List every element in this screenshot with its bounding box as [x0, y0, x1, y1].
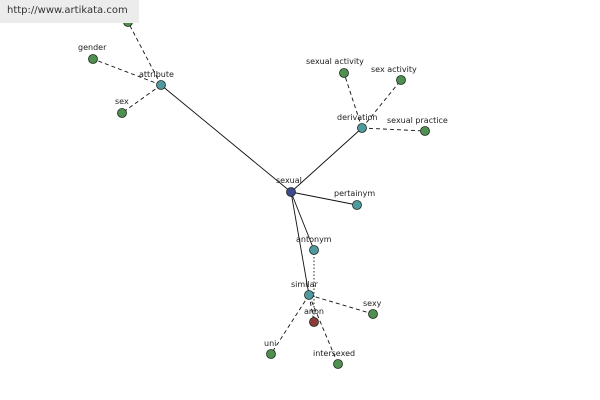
node-sexual-practice[interactable]: [420, 126, 430, 136]
edge-similar-intersexed: [308, 294, 339, 365]
edge-attribute-sex: [121, 84, 162, 114]
node-pertainym[interactable]: [352, 200, 362, 210]
label-sexual: sexual: [276, 176, 302, 185]
label-anon: anon: [304, 307, 324, 316]
label-sexual-activity: sexual activity: [306, 57, 364, 66]
label-attribute: attribute: [139, 70, 174, 79]
label-derivation: derivation: [337, 113, 377, 122]
node-derivation[interactable]: [357, 123, 367, 133]
edge-sexual-pertainym: [290, 191, 358, 206]
label-sexual-practice: sexual practice: [387, 116, 448, 125]
edge-sexual-derivation: [290, 127, 363, 193]
edge-derivation-sexual-practice: [361, 127, 426, 132]
source-link[interactable]: http://www.artikata.com: [0, 0, 139, 23]
label-intersexed: intersexed: [313, 349, 355, 358]
label-sexy: sexy: [363, 299, 382, 308]
label-sex-activity: sex activity: [371, 65, 417, 74]
edge-derivation-sexual-activity: [343, 72, 363, 129]
edge-sexual-attribute: [160, 84, 292, 193]
label-gender: gender: [78, 43, 107, 52]
node-anon[interactable]: [309, 317, 319, 327]
label-uni: uni: [264, 339, 276, 348]
node-sex[interactable]: [117, 108, 127, 118]
node-gender[interactable]: [88, 54, 98, 64]
label-sex: sex: [115, 97, 129, 106]
node-sex-activity[interactable]: [396, 75, 406, 85]
node-intersexed[interactable]: [333, 359, 343, 369]
edge-derivation-sex-activity: [361, 79, 402, 129]
node-uni[interactable]: [266, 349, 276, 359]
edge-attribute-gender: [92, 58, 162, 86]
node-sexual[interactable]: [286, 187, 296, 197]
edge-sexual-similar: [290, 191, 310, 296]
node-sexy[interactable]: [368, 309, 378, 319]
label-similar: similar: [291, 280, 319, 289]
edge-sexual-antonym: [290, 191, 315, 251]
node-sexual-activity[interactable]: [339, 68, 349, 78]
node-similar[interactable]: [304, 290, 314, 300]
node-antonym[interactable]: [309, 245, 319, 255]
label-antonym: antonym: [296, 235, 332, 244]
node-attribute[interactable]: [156, 80, 166, 90]
edge-attribute-top-term: [127, 21, 162, 86]
label-pertainym: pertainym: [334, 189, 375, 198]
edge-similar-uni: [270, 294, 310, 355]
